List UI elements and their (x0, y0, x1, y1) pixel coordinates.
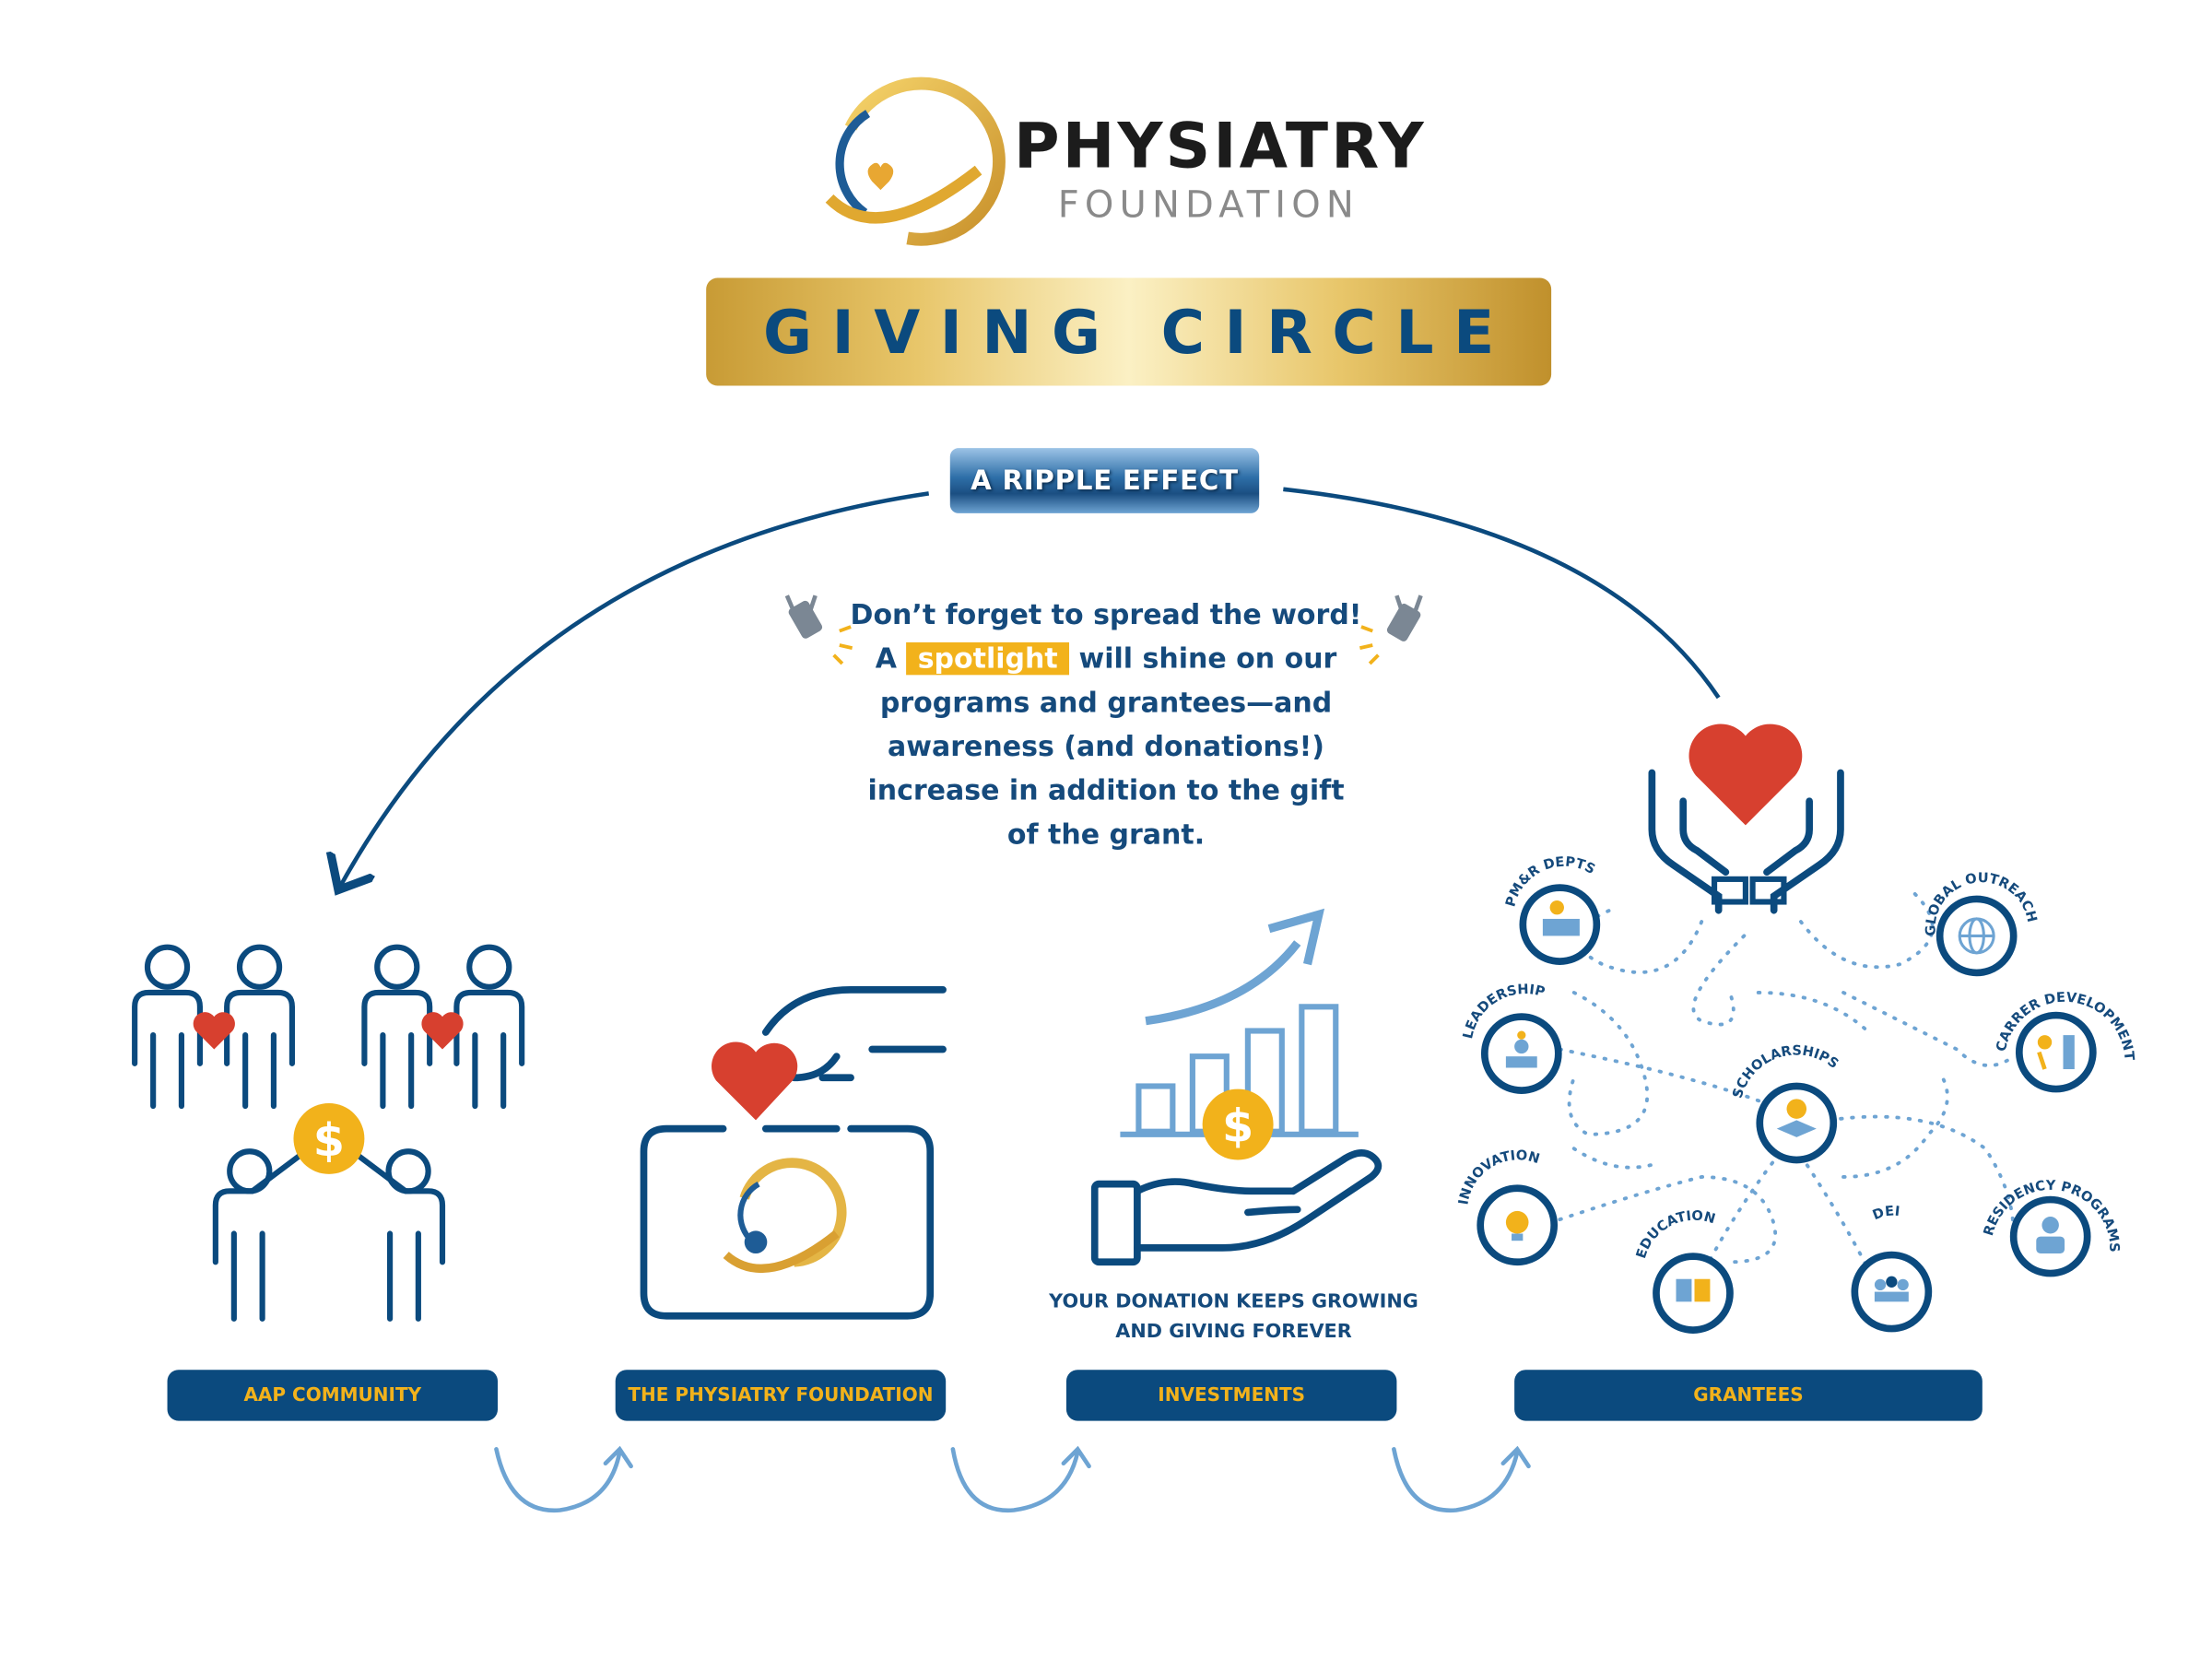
stage-label-foundation: THE PHYSIATRY FOUNDATION (615, 1370, 947, 1421)
climb-icon (2037, 1035, 2075, 1070)
globe-icon (1958, 917, 1995, 955)
doctor-icon (2036, 1217, 2065, 1254)
message-line-2: A spotlight will shine on our (843, 637, 1368, 681)
curved-arrow-icon (494, 1445, 633, 1513)
message-line-2-post: will shine on our (1078, 641, 1337, 676)
logo-icon (723, 1158, 847, 1273)
svg-text:$: $ (1222, 1099, 1253, 1152)
giving-circle-banner: GIVING CIRCLE (706, 277, 1552, 386)
stage-label-community: AAP COMMUNITY (167, 1370, 499, 1421)
svg-text:$: $ (313, 1113, 345, 1167)
curved-arrow-icon (950, 1445, 1091, 1513)
stage-label-investments: INVESTMENTS (1065, 1370, 1397, 1421)
ripple-arc-right (1283, 487, 1721, 700)
group-icon (1505, 1030, 1537, 1068)
spotlight-icon (1359, 594, 1423, 665)
heart-icon (193, 1012, 235, 1050)
ripple-effect-badge: A RIPPLE EFFECT (949, 448, 1260, 513)
heart-icon (712, 1041, 798, 1121)
curved-arrow-icon (1392, 1445, 1531, 1513)
ripple-arc-left (340, 491, 930, 886)
message-line-3: programs and grantees—and (879, 686, 1333, 720)
spotlight-message: Don’t forget to spread the word! A spotl… (843, 593, 1368, 856)
spotlight-icon (784, 594, 853, 665)
banner-title: GIVING CIRCLE (763, 297, 1514, 367)
node-label-education: EDUCATION (1633, 1208, 1717, 1261)
people-icon (132, 944, 525, 1322)
message-line-6: of the grant. (1006, 818, 1206, 852)
investments-caption-line-2: AND GIVING FOREVER (1115, 1320, 1352, 1343)
book-icon (1676, 1278, 1711, 1302)
spotlight-highlight: spotlight (906, 641, 1070, 676)
hands-heart-icon (1648, 724, 1844, 914)
heart-icon (421, 1012, 464, 1050)
teacher-icon (1542, 900, 1580, 936)
logo-title: PHYSIATRY (1014, 111, 1427, 183)
lightbulb-icon (1505, 1210, 1529, 1241)
investments-caption-line-1: YOUR DONATION KEEPS GROWING (1049, 1290, 1418, 1313)
logo-subtitle: FOUNDATION (1057, 184, 1359, 228)
investments-caption: YOUR DONATION KEEPS GROWING AND GIVING F… (993, 1288, 1475, 1347)
message-line-1: Don’t forget to spread the word! (850, 598, 1362, 631)
ripple-label: A RIPPLE EFFECT (971, 465, 1239, 497)
logo-icon (825, 76, 1006, 246)
stage-label-grantees: GRANTEES (1514, 1370, 1983, 1421)
message-line-4: awareness (and donations!) (888, 730, 1325, 763)
donation-box-icon (640, 986, 947, 1320)
dollar-icon: $ (293, 1102, 365, 1174)
message-line-2-pre: A (875, 641, 897, 676)
dollar-icon: $ (1202, 1088, 1274, 1160)
hand-icon (1090, 1149, 1382, 1266)
node-label-dei: DEI (1870, 1203, 1900, 1223)
group-icon (1874, 1276, 1909, 1302)
message-line-5: increase in addition to the gift (867, 774, 1345, 807)
